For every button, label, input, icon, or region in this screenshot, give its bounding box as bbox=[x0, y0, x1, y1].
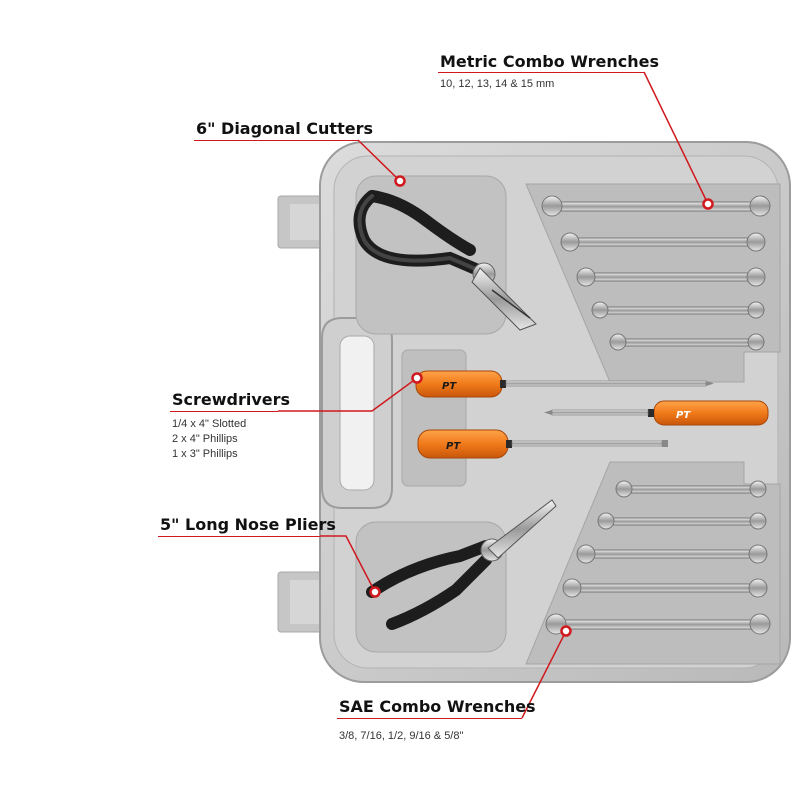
sae-wrench bbox=[545, 613, 771, 635]
leader-metric bbox=[643, 71, 709, 205]
diagonal-cutters bbox=[353, 190, 537, 331]
callout-pliers: 5" Long Nose Pliers bbox=[160, 515, 336, 534]
screwdriver-line: 2 x 4" Phillips bbox=[172, 433, 238, 445]
callout-screwdrivers: Screwdrivers 1/4 x 4" Slotted 2 x 4" Phi… bbox=[172, 390, 290, 462]
leader-lines bbox=[278, 71, 709, 719]
metric-wrench bbox=[591, 301, 765, 319]
marker-dot bbox=[369, 586, 381, 598]
leader-cutters bbox=[357, 139, 401, 182]
pliers-title: 5" Long Nose Pliers bbox=[160, 515, 336, 534]
screwdriver-slotted: PT bbox=[417, 429, 668, 459]
screwdriver-line: 1 x 3" Phillips bbox=[172, 448, 238, 460]
metric-title: Metric Combo Wrenches bbox=[440, 52, 660, 71]
rule-screwdrivers bbox=[170, 411, 278, 412]
marker-dot bbox=[394, 175, 406, 187]
driver-logo: PT bbox=[676, 410, 691, 421]
long-nose-pliers bbox=[366, 499, 557, 630]
callout-sae: SAE Combo Wrenches 3/8, 7/16, 1/2, 9/16 … bbox=[339, 697, 536, 744]
screwdriver-phillips-short: PT bbox=[544, 400, 769, 426]
rule-sae bbox=[337, 718, 522, 719]
leader-sae bbox=[521, 630, 567, 719]
callout-cutters: 6" Diagonal Cutters bbox=[196, 119, 373, 138]
cutters-title: 6" Diagonal Cutters bbox=[196, 119, 373, 138]
screwdriver-phillips-top: PT bbox=[415, 370, 714, 398]
sae-wrench bbox=[615, 480, 767, 498]
case-handle bbox=[321, 317, 393, 509]
marker-dot bbox=[560, 625, 572, 637]
leader-pliers bbox=[320, 535, 376, 593]
sae-sizes: 3/8, 7/16, 1/2, 9/16 & 5/8" bbox=[339, 730, 464, 742]
screwdriver-tray bbox=[401, 349, 467, 487]
metric-wrench bbox=[576, 267, 766, 287]
marker-dot bbox=[411, 372, 423, 384]
screwdrivers-title: Screwdrivers bbox=[172, 390, 291, 409]
metric-sizes: 10, 12, 13, 14 & 15 mm bbox=[440, 78, 555, 90]
callout-metric: Metric Combo Wrenches 10, 12, 13, 14 & 1… bbox=[440, 52, 659, 92]
rule-metric bbox=[438, 72, 644, 73]
metric-wrench bbox=[560, 232, 766, 252]
sae-wrench bbox=[562, 578, 768, 598]
metric-wrench bbox=[609, 333, 765, 351]
driver-logo: PT bbox=[442, 381, 457, 392]
leader-screwdrivers bbox=[278, 377, 418, 412]
sae-wrenches bbox=[545, 480, 771, 635]
marker-dots bbox=[369, 175, 714, 637]
rule-cutters bbox=[194, 140, 358, 141]
rule-pliers bbox=[158, 536, 320, 537]
sae-wrench bbox=[597, 512, 767, 530]
screwdriver-line: 1/4 x 4" Slotted bbox=[172, 418, 247, 430]
marker-dot bbox=[702, 198, 714, 210]
sae-title: SAE Combo Wrenches bbox=[339, 697, 536, 716]
driver-logo: PT bbox=[446, 441, 461, 452]
sae-wrench-tray bbox=[525, 461, 781, 665]
sae-wrench bbox=[576, 544, 768, 564]
